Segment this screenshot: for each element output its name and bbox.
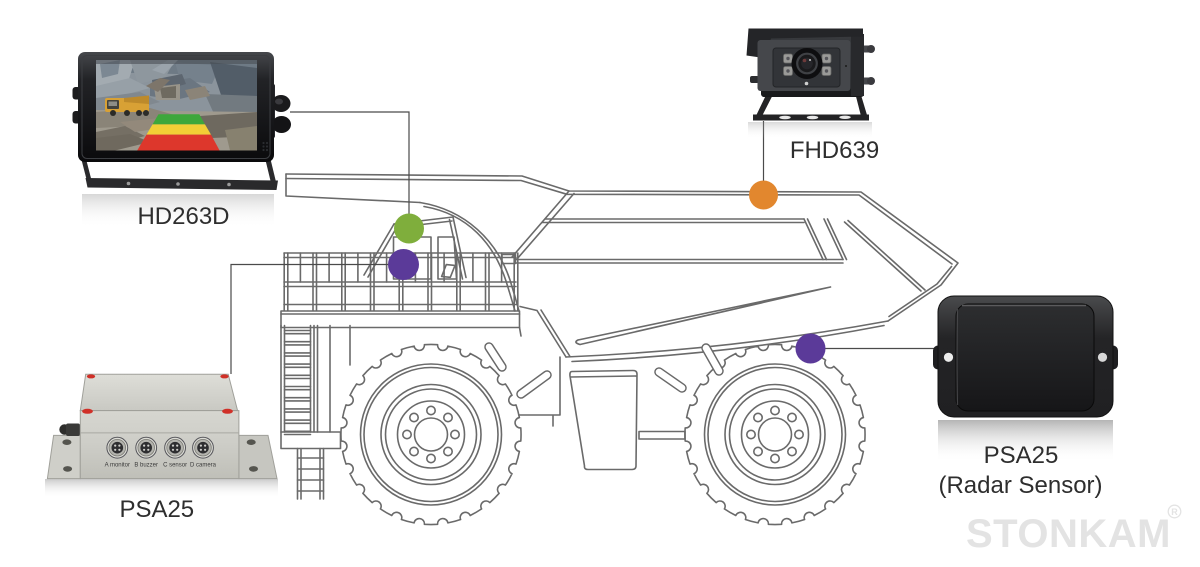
svg-text:(Radar Sensor): (Radar Sensor)	[938, 472, 1102, 499]
svg-text:STONKAM: STONKAM	[966, 512, 1171, 556]
svg-text:HD263D: HD263D	[137, 203, 229, 230]
svg-text:PSA25: PSA25	[984, 442, 1059, 469]
svg-text:C sensor: C sensor	[163, 463, 187, 469]
svg-text:PSA25: PSA25	[119, 496, 194, 523]
svg-text:R: R	[1171, 507, 1178, 517]
svg-text:B buzzer: B buzzer	[134, 463, 158, 469]
svg-text:D camera: D camera	[190, 463, 217, 469]
svg-text:A monitor: A monitor	[105, 463, 130, 469]
svg-text:FHD639: FHD639	[790, 137, 879, 164]
